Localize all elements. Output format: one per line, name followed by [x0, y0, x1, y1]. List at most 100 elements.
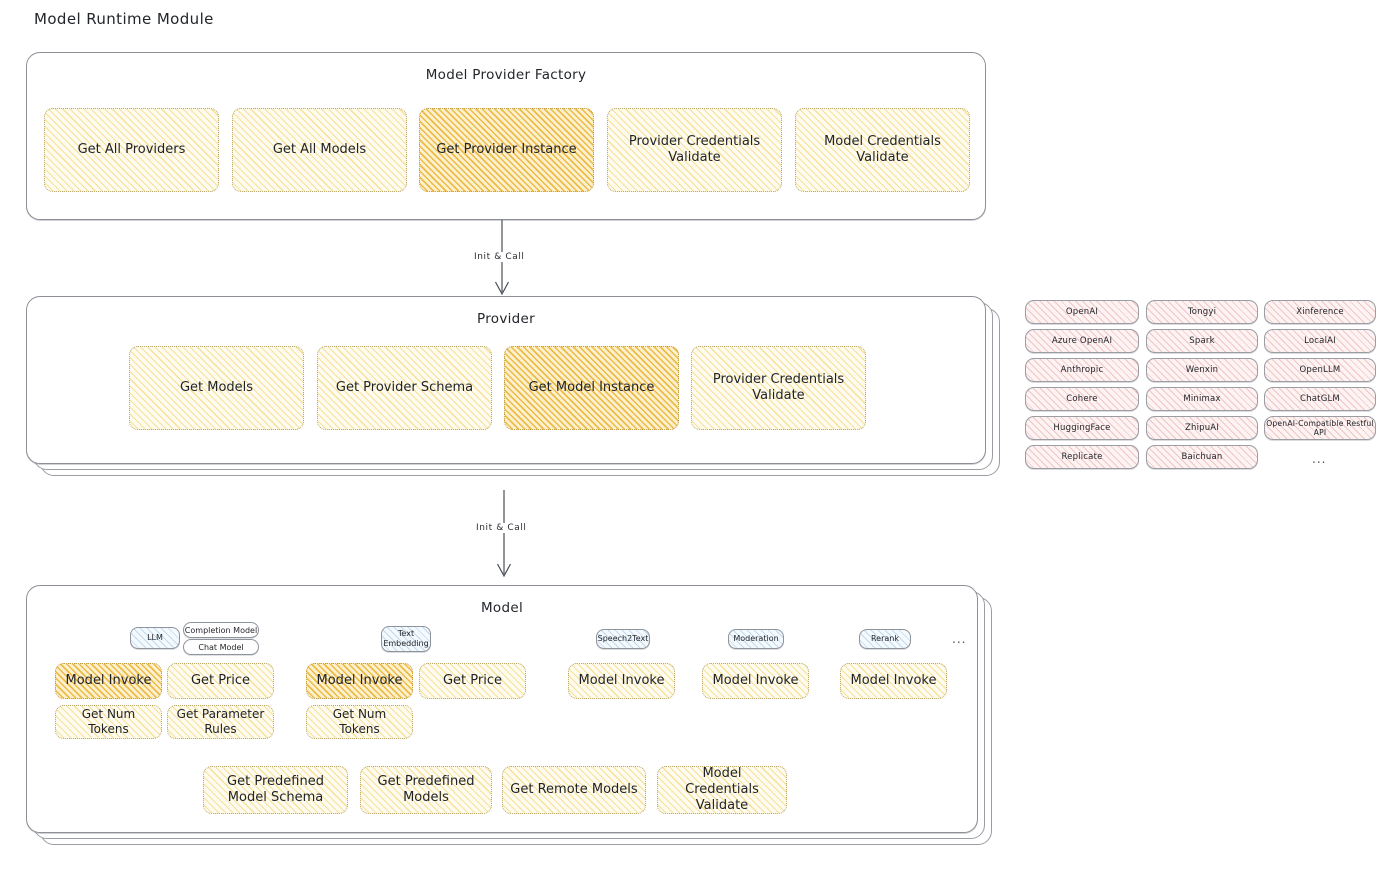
node-get-predefined-models[interactable]: Get Predefined Models: [360, 766, 492, 814]
model-subtype-chip-chat-model[interactable]: Chat Model: [183, 639, 259, 655]
node-label: Model Invoke: [850, 673, 937, 689]
node-label: Model Invoke: [65, 673, 152, 689]
node-label: Model Invoke: [578, 673, 665, 689]
chip-label: OpenLLM: [1299, 365, 1341, 375]
node-llm-get-num-tokens[interactable]: Get Num Tokens: [55, 705, 162, 739]
model-type-chip-text-embedding[interactable]: Text Embedding: [381, 626, 431, 652]
node-label: Model Credentials Validate: [685, 766, 759, 813]
node-label: Get Model Instance: [528, 380, 655, 396]
node-label: Get All Models: [272, 142, 367, 158]
provider-chip-tongyi[interactable]: Tongyi: [1146, 300, 1258, 324]
node-model-credentials-validate[interactable]: Model Credentials Validate: [795, 108, 970, 192]
panel-title-model: Model: [480, 600, 524, 616]
node-embedding-get-price[interactable]: Get Price: [419, 663, 526, 699]
node-rerank-model-invoke[interactable]: Model Invoke: [840, 663, 947, 699]
provider-chip-openai[interactable]: OpenAI: [1025, 300, 1139, 324]
node-label: Get Provider Instance: [436, 142, 577, 158]
chip-label: Replicate: [1061, 452, 1103, 462]
node-llm-get-price[interactable]: Get Price: [167, 663, 274, 699]
provider-chip-openllm[interactable]: OpenLLM: [1264, 358, 1376, 382]
node-llm-get-parameter-rules[interactable]: Get Parameter Rules: [167, 705, 274, 739]
provider-chip-replicate[interactable]: Replicate: [1025, 445, 1139, 469]
node-provider-credentials-validate-2[interactable]: Provider Credentials Validate: [691, 346, 866, 430]
node-llm-model-invoke[interactable]: Model Invoke: [55, 663, 162, 699]
node-label: Get Price: [442, 673, 502, 689]
provider-chip-wenxin[interactable]: Wenxin: [1146, 358, 1258, 382]
node-get-all-models[interactable]: Get All Models: [232, 108, 407, 192]
provider-chip-cohere[interactable]: Cohere: [1025, 387, 1139, 411]
model-type-chip-llm[interactable]: LLM: [130, 627, 180, 649]
node-label: Get Num Tokens: [81, 707, 136, 736]
page-title: Model Runtime Module: [34, 10, 214, 28]
provider-chip-anthropic[interactable]: Anthropic: [1025, 358, 1139, 382]
provider-chip-openai-compatible-restful-api[interactable]: OpenAI-Compatible Restful API: [1264, 416, 1376, 440]
model-type-chip-rerank[interactable]: Rerank: [859, 629, 911, 649]
chip-label: Completion Model: [184, 625, 258, 635]
chip-label: Cohere: [1066, 394, 1098, 404]
chip-label: Anthropic: [1060, 365, 1104, 375]
model-type-chip-speech2text[interactable]: Speech2Text: [596, 629, 650, 649]
arrow-provider-to-model: [496, 490, 512, 578]
node-label: Model Invoke: [712, 673, 799, 689]
node-get-model-instance[interactable]: Get Model Instance: [504, 346, 679, 430]
node-label: Get Provider Schema: [335, 380, 474, 396]
provider-chip-baichuan[interactable]: Baichuan: [1146, 445, 1258, 469]
panel-title-provider: Provider: [477, 311, 535, 327]
node-label: Get Predefined Model Schema: [227, 774, 324, 805]
chip-label: LocalAI: [1304, 336, 1336, 346]
node-get-all-providers[interactable]: Get All Providers: [44, 108, 219, 192]
chip-label: Xinference: [1296, 307, 1344, 317]
chip-label: Baichuan: [1181, 452, 1223, 462]
chip-label: ChatGLM: [1300, 394, 1340, 404]
node-embedding-get-num-tokens[interactable]: Get Num Tokens: [306, 705, 413, 739]
provider-chip-localai[interactable]: LocalAI: [1264, 329, 1376, 353]
chip-label: LLM: [147, 633, 163, 643]
node-get-provider-schema[interactable]: Get Provider Schema: [317, 346, 492, 430]
node-label: Model Credentials Validate: [824, 134, 941, 165]
chip-label: HuggingFace: [1053, 423, 1111, 433]
node-get-provider-instance[interactable]: Get Provider Instance: [419, 108, 594, 192]
provider-chip-xinference[interactable]: Xinference: [1264, 300, 1376, 324]
provider-chip-chatglm[interactable]: ChatGLM: [1264, 387, 1376, 411]
provider-chip-huggingface[interactable]: HuggingFace: [1025, 416, 1139, 440]
arrow-label-init-call-1: Init & Call: [471, 252, 528, 262]
provider-chip-spark[interactable]: Spark: [1146, 329, 1258, 353]
node-embedding-model-invoke[interactable]: Model Invoke: [306, 663, 413, 699]
chip-label: Chat Model: [198, 642, 244, 652]
chip-label: Tongyi: [1187, 307, 1217, 317]
provider-chip-azure-openai[interactable]: Azure OpenAI: [1025, 329, 1139, 353]
node-label: Get Remote Models: [510, 782, 638, 798]
chip-label: Wenxin: [1185, 365, 1219, 375]
chip-label: Speech2Text: [597, 634, 649, 644]
node-get-remote-models[interactable]: Get Remote Models: [502, 766, 646, 814]
node-label: Get Models: [179, 380, 254, 396]
node-label: Get Price: [190, 673, 250, 689]
arrow-label-init-call-2: Init & Call: [473, 523, 530, 533]
chip-label: ZhipuAI: [1184, 423, 1220, 433]
chip-label: Rerank: [870, 634, 899, 644]
model-types-more-ellipsis: ...: [952, 632, 967, 646]
provider-chip-minimax[interactable]: Minimax: [1146, 387, 1258, 411]
node-provider-credentials-validate[interactable]: Provider Credentials Validate: [607, 108, 782, 192]
chip-label: OpenAI: [1065, 307, 1099, 317]
provider-list-more-ellipsis: ...: [1312, 452, 1327, 466]
node-speech2text-model-invoke[interactable]: Model Invoke: [568, 663, 675, 699]
chip-label: Spark: [1189, 336, 1215, 346]
chip-label: Minimax: [1183, 394, 1221, 404]
node-get-models[interactable]: Get Models: [129, 346, 304, 430]
chip-label: OpenAI-Compatible Restful API: [1266, 419, 1374, 437]
node-label: Provider Credentials Validate: [712, 372, 845, 403]
chip-label: Text Embedding: [383, 629, 429, 648]
node-label: Model Invoke: [316, 673, 403, 689]
node-model-credentials-validate-2[interactable]: Model Credentials Validate: [657, 766, 787, 814]
node-get-predefined-model-schema[interactable]: Get Predefined Model Schema: [203, 766, 348, 814]
node-label: Get Parameter Rules: [176, 707, 265, 736]
model-type-chip-moderation[interactable]: Moderation: [728, 629, 784, 649]
node-label: Get Predefined Models: [377, 774, 475, 805]
node-label: Get Num Tokens: [332, 707, 387, 736]
provider-chip-zhipuai[interactable]: ZhipuAI: [1146, 416, 1258, 440]
model-subtype-chip-completion-model[interactable]: Completion Model: [183, 622, 259, 638]
node-moderation-model-invoke[interactable]: Model Invoke: [702, 663, 809, 699]
node-label: Provider Credentials Validate: [628, 134, 761, 165]
